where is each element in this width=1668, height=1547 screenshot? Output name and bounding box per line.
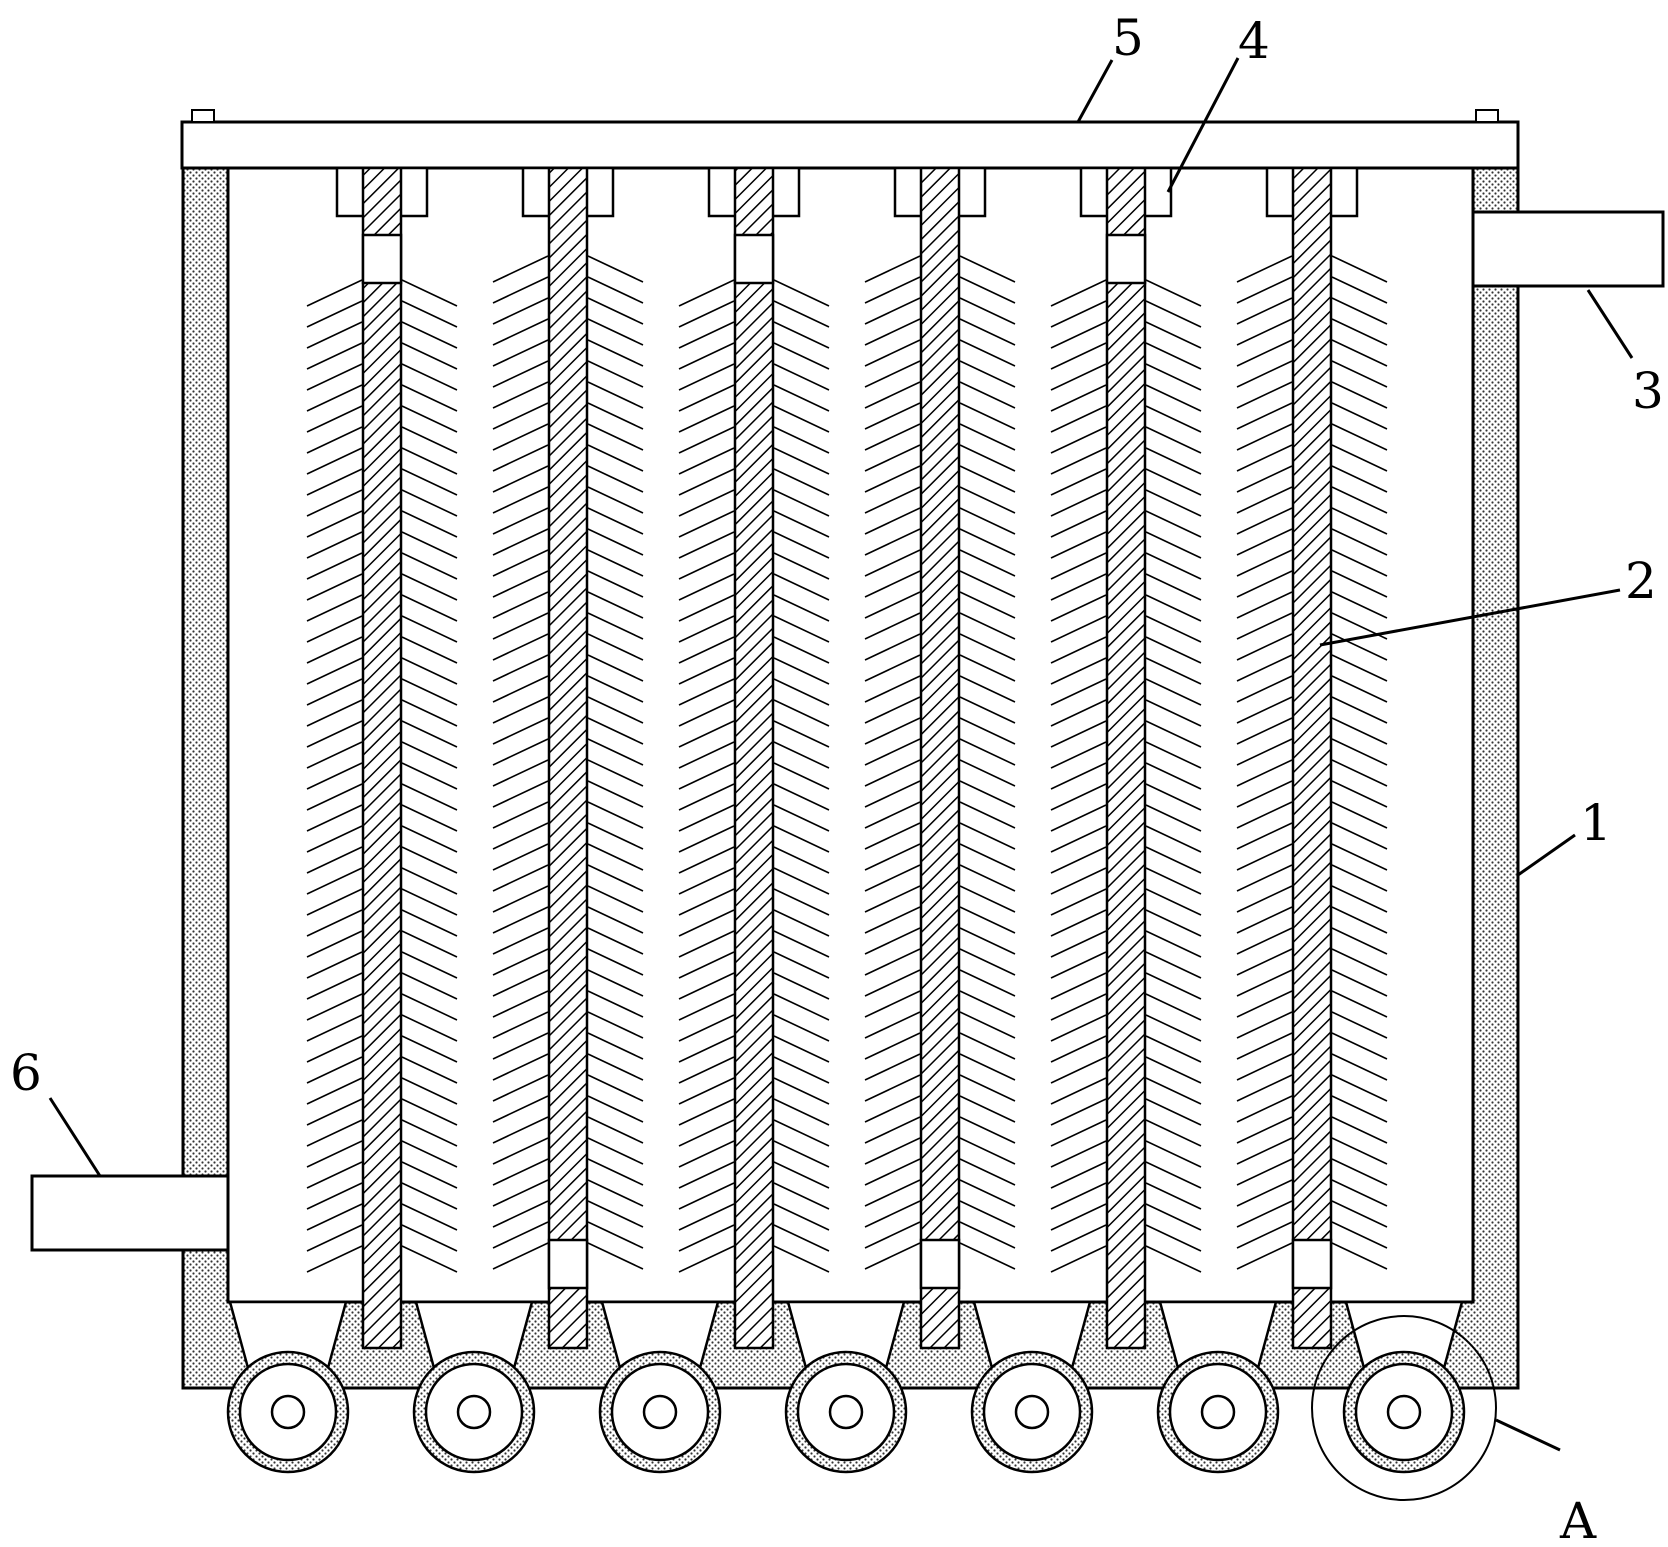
roller-axle: [270, 1394, 306, 1430]
rod-sleeve: [1105, 233, 1147, 285]
brush-assembly: [1236, 166, 1388, 1350]
bottom-rollers: [226, 1300, 1466, 1474]
brush-rod: [547, 166, 589, 1350]
brush-rod: [919, 166, 961, 1350]
brush-bristles: [1050, 279, 1202, 1273]
label-5: 5: [1112, 9, 1144, 67]
brush-bristles: [306, 279, 458, 1273]
roller-axle: [456, 1394, 492, 1430]
brush-rod: [733, 166, 775, 1350]
roller-axle: [1200, 1394, 1236, 1430]
label-2: 2: [1625, 552, 1657, 610]
brush-bristles: [678, 279, 830, 1273]
label-A: A: [1559, 1492, 1597, 1547]
brush-assemblies: [306, 166, 1388, 1350]
inlet-pipe: [30, 1174, 230, 1252]
label-1: 1: [1580, 794, 1612, 852]
brush-assembly: [864, 166, 1016, 1350]
outlet-pipe: [1471, 210, 1665, 288]
reference-labels: 5 4 3 2 1 6 A: [10, 9, 1664, 1547]
bottom-roller: [412, 1300, 536, 1474]
brush-assembly: [1050, 166, 1202, 1350]
brush-bristles: [1236, 255, 1388, 1270]
brush-assembly: [678, 166, 830, 1350]
bottom-roller: [226, 1300, 350, 1474]
brush-assembly: [492, 166, 644, 1350]
label-6: 6: [10, 1044, 42, 1102]
brush-bristles: [864, 255, 1016, 1270]
bottom-roller: [970, 1300, 1094, 1474]
brush-rod: [361, 166, 403, 1350]
leader-lines: [48, 57, 1634, 1452]
bottom-roller: [784, 1300, 908, 1474]
rod-sleeve: [1291, 1238, 1333, 1290]
rod-sleeve: [547, 1238, 589, 1290]
label-4: 4: [1238, 12, 1270, 70]
label-3: 3: [1632, 362, 1664, 420]
roller-axle: [642, 1394, 678, 1430]
detail-circle-A: [1311, 1315, 1497, 1501]
top-cover: [180, 109, 1520, 170]
brush-rod: [1291, 166, 1333, 1350]
roller-axle: [828, 1394, 864, 1430]
rod-sleeve: [919, 1238, 961, 1290]
bottom-roller: [1342, 1300, 1466, 1474]
bottom-roller: [598, 1300, 722, 1474]
roller-axle: [1014, 1394, 1050, 1430]
roller-axle: [1386, 1394, 1422, 1430]
brush-rod: [1105, 166, 1147, 1350]
bottom-roller: [1156, 1300, 1280, 1474]
rod-sleeve: [361, 233, 403, 285]
brush-assembly: [306, 166, 458, 1350]
rod-sleeve: [733, 233, 775, 285]
brush-bristles: [492, 255, 644, 1270]
